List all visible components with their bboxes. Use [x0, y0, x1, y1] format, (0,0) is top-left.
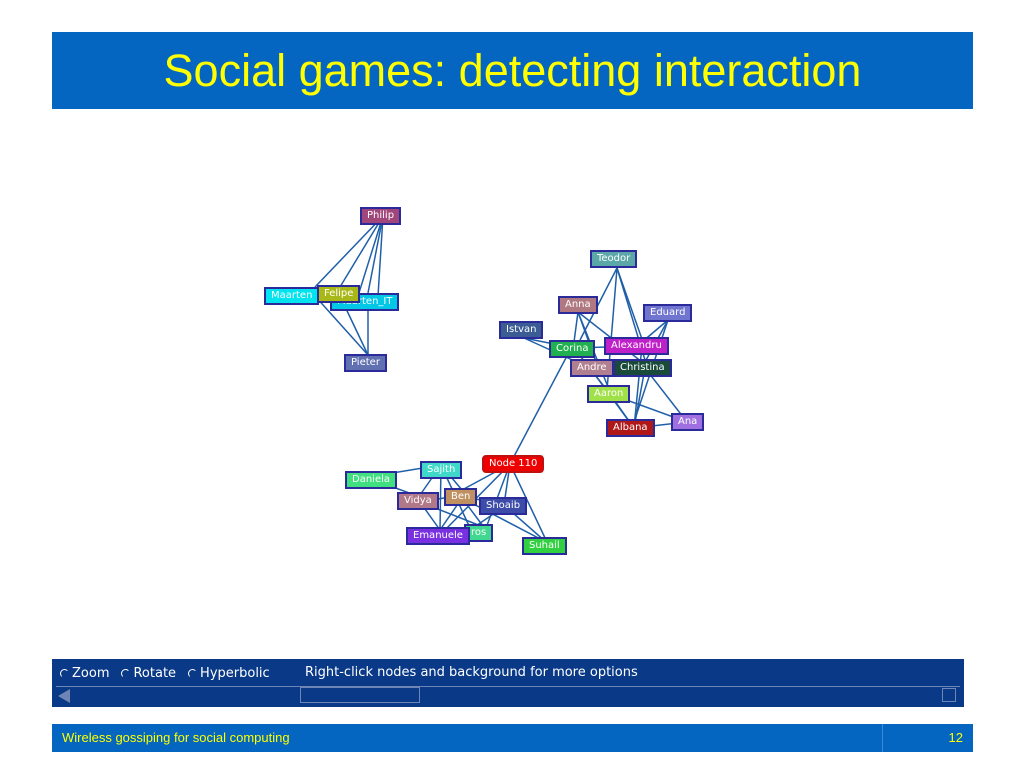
edge: [367, 215, 384, 294]
node-label: Albana: [613, 422, 648, 433]
graph-control-panel: Zoom Rotate Hyperbolic Right-click nodes…: [52, 659, 964, 707]
node-shoaib[interactable]: Shoaib: [479, 497, 528, 515]
node-label: Maarten_IT: [337, 296, 393, 307]
node-pieter[interactable]: Pieter: [344, 354, 387, 372]
node-felipe[interactable]: Felipe: [317, 285, 361, 303]
node-label: Corina: [556, 343, 589, 354]
node-daniela[interactable]: Daniela: [345, 471, 398, 489]
node-label: Andre: [577, 362, 607, 373]
node-christina[interactable]: Christina: [613, 359, 672, 377]
footer-text: Wireless gossiping for social computing: [62, 730, 290, 745]
slide-title: Social games: detecting interaction: [163, 44, 862, 96]
node-label: Sajith: [427, 464, 456, 475]
edge: [633, 367, 646, 429]
edge: [377, 215, 384, 297]
node-albana[interactable]: Albana: [606, 419, 655, 437]
graph-area[interactable]: Philip Maarten_IT Maarten Felipe Pieter …: [0, 110, 1024, 655]
edge: [573, 311, 579, 343]
node-eduard[interactable]: Eduard: [643, 304, 693, 322]
node-philip[interactable]: Philip: [360, 207, 402, 225]
node-anna[interactable]: Anna: [558, 296, 598, 314]
edge: [509, 353, 569, 465]
radio-rotate[interactable]: [121, 668, 131, 678]
edge: [485, 463, 511, 529]
node-ros[interactable]: ros: [464, 524, 494, 542]
mode-radio-group: Zoom Rotate Hyperbolic: [60, 665, 282, 681]
edge: [444, 463, 511, 531]
slider-right-arrow-icon[interactable]: [942, 688, 956, 702]
node-110[interactable]: Node 110: [482, 455, 545, 473]
radio-zoom[interactable]: [60, 668, 69, 678]
node-label: ros: [471, 527, 487, 538]
node-label: Maarten: [271, 290, 313, 301]
edge: [509, 463, 547, 541]
radio-label-hyperbolic[interactable]: Hyperbolic: [200, 665, 270, 681]
node-label: Aaron: [594, 388, 624, 399]
node-label: Ben: [451, 491, 471, 502]
slider-left-arrow-icon[interactable]: [58, 689, 70, 703]
zoom-slider[interactable]: [56, 686, 960, 705]
node-istvan[interactable]: Istvan: [499, 321, 544, 339]
node-suhail[interactable]: Suhail: [522, 537, 567, 555]
node-corina[interactable]: Corina: [549, 340, 596, 358]
node-label: Alexandru: [611, 340, 662, 351]
node-label: Vidya: [404, 495, 432, 506]
node-label: Anna: [565, 299, 591, 310]
slider-thumb[interactable]: [300, 687, 420, 703]
node-ben[interactable]: Ben: [444, 488, 478, 506]
node-sajith[interactable]: Sajith: [420, 461, 463, 479]
edge: [339, 215, 384, 288]
node-maarten[interactable]: Maarten: [264, 287, 320, 305]
title-bar: Social games: detecting interaction: [52, 32, 973, 109]
node-ana[interactable]: Ana: [671, 413, 705, 431]
node-label: Teodor: [597, 253, 631, 264]
node-aaron[interactable]: Aaron: [587, 385, 631, 403]
footer-bar: Wireless gossiping for social computing …: [52, 724, 973, 752]
edge: [314, 215, 384, 288]
radio-hyperbolic[interactable]: [188, 668, 198, 678]
node-label: Felipe: [324, 288, 354, 299]
edge: [579, 267, 618, 341]
node-label: Pieter: [351, 357, 380, 368]
node-label: Suhail: [529, 540, 560, 551]
node-label: Emanuele: [413, 530, 463, 541]
radio-label-rotate[interactable]: Rotate: [133, 665, 177, 681]
node-label: Ana: [678, 416, 698, 427]
hint-text: Right-click nodes and background for mor…: [305, 665, 638, 680]
node-label: Node 110: [489, 458, 538, 469]
page-number: 12: [948, 730, 963, 745]
node-label: Philip: [367, 210, 395, 221]
node-emanuele[interactable]: Emanuele: [406, 527, 470, 545]
node-vidya[interactable]: Vidya: [397, 492, 439, 510]
node-label: Istvan: [506, 324, 537, 335]
node-label: Daniela: [352, 474, 391, 485]
node-alexandru[interactable]: Alexandru: [604, 337, 669, 355]
node-andre[interactable]: Andre: [570, 359, 614, 377]
edge: [314, 295, 369, 356]
radio-label-zoom[interactable]: Zoom: [72, 665, 110, 681]
node-teodor[interactable]: Teodor: [590, 250, 638, 268]
node-label: Christina: [620, 362, 665, 373]
graph-edges: [292, 215, 688, 543]
footer-divider: [882, 724, 883, 752]
node-label: Eduard: [650, 307, 686, 318]
edge: [616, 267, 644, 343]
node-label: Shoaib: [486, 500, 521, 511]
edge: [357, 215, 384, 297]
